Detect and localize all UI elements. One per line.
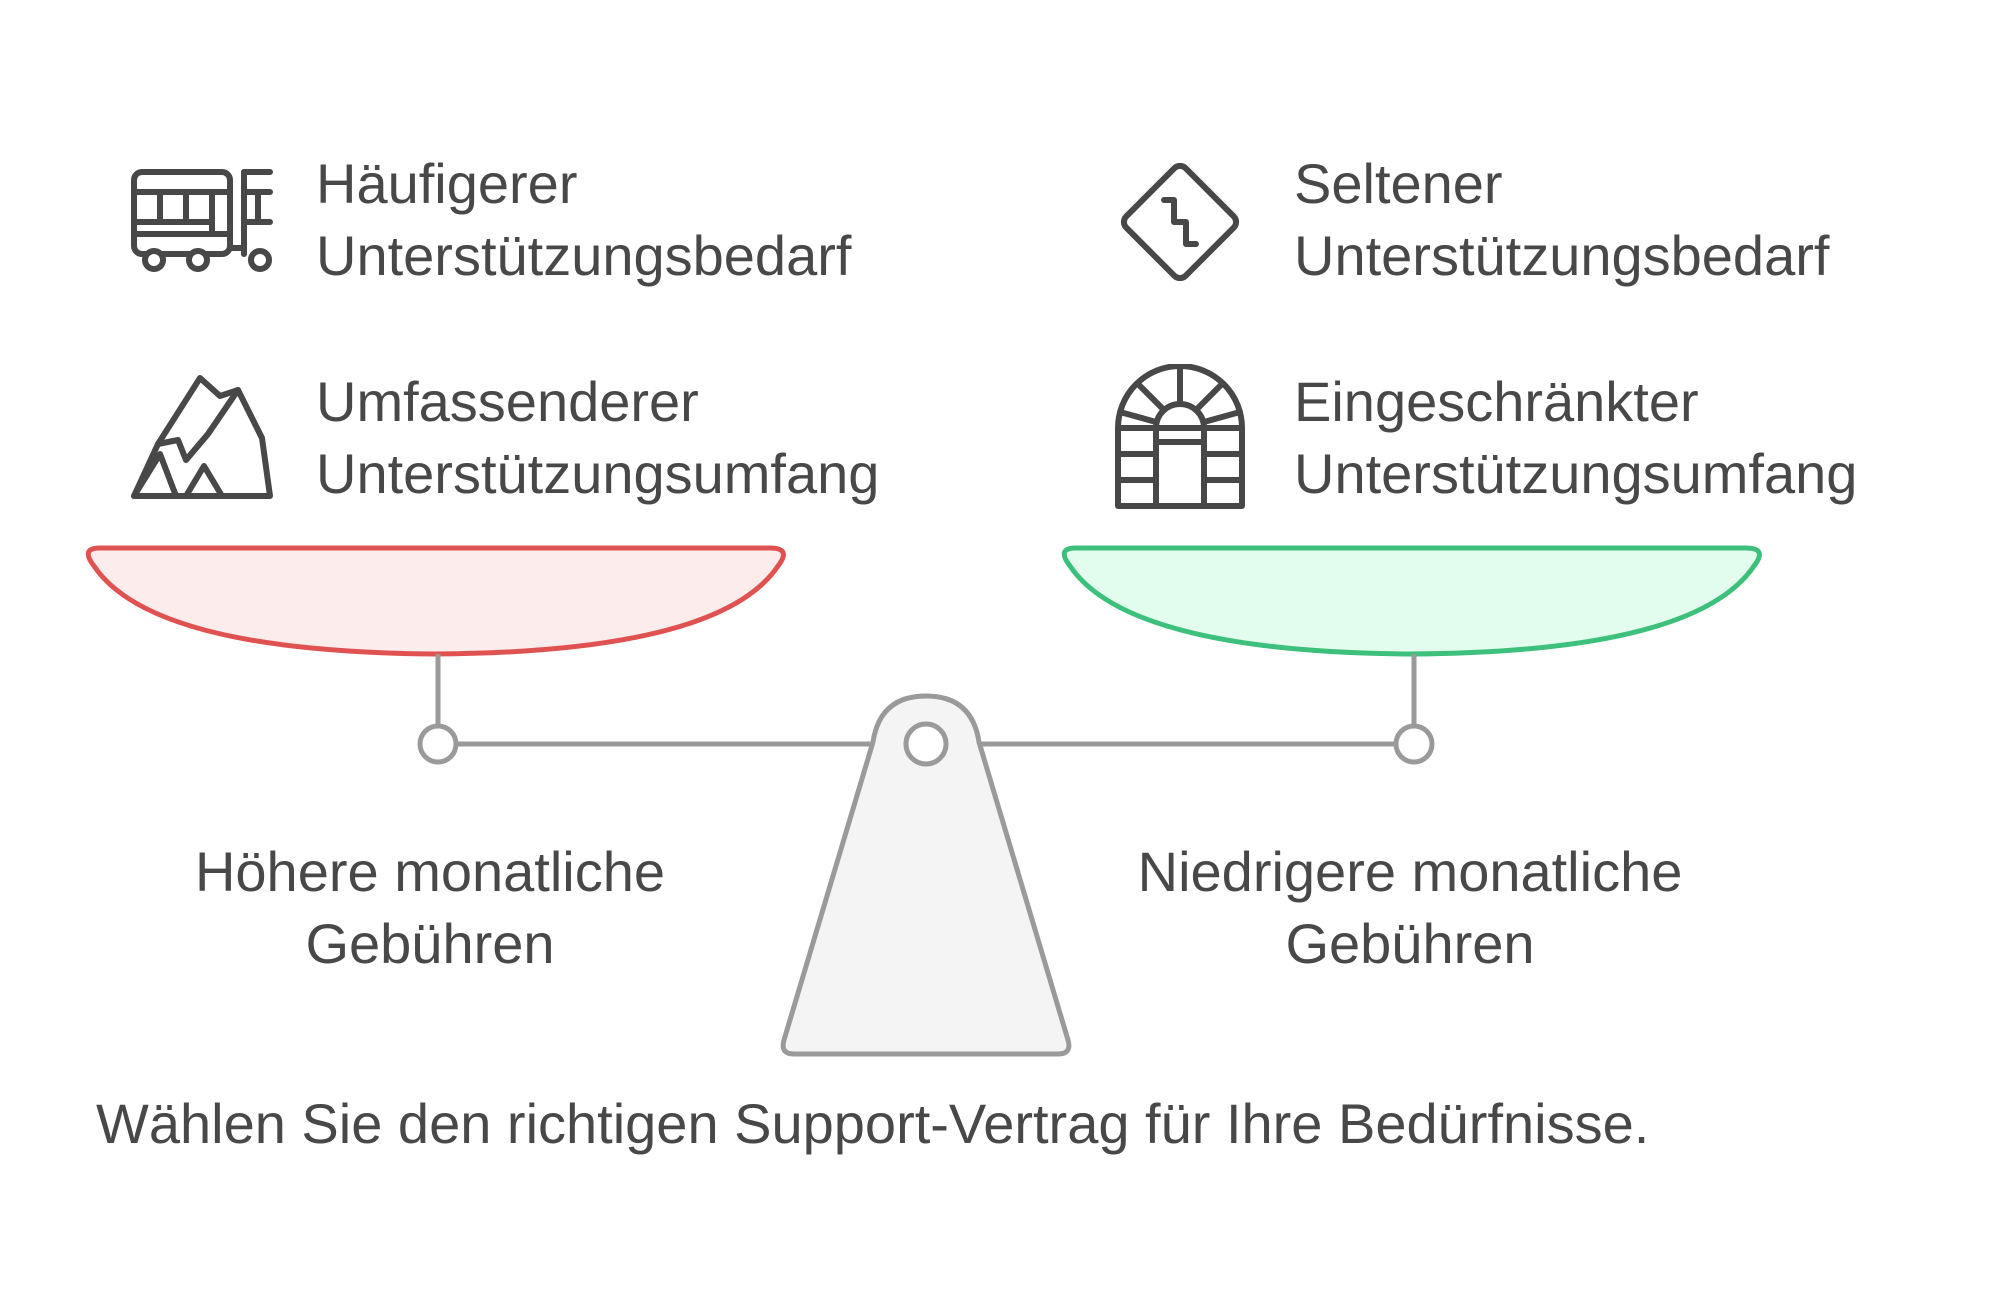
left-pan xyxy=(85,545,786,657)
right-feature-scope: Eingeschränkter Unterstützungsumfang xyxy=(1294,370,1858,505)
center-pivot xyxy=(903,721,949,767)
right-fee-label: Niedrigere monatliche Gebühren xyxy=(1137,840,1683,975)
bus-icon xyxy=(131,169,273,272)
left-feature-scope: Umfassenderer Unterstützungsumfang xyxy=(316,370,880,505)
right-pivot xyxy=(1393,723,1435,765)
right-feature-frequency: Seltener Unterstützungsbedarf xyxy=(1294,152,1830,287)
left-fee-label: Höhere monatliche Gebühren xyxy=(194,840,666,975)
left-pivot xyxy=(417,723,459,765)
road-sign-icon xyxy=(1120,162,1240,282)
right-pan xyxy=(1061,545,1762,657)
caption: Wählen Sie den richtigen Support-Vertrag… xyxy=(96,1092,1650,1155)
arched-window-icon xyxy=(1115,364,1245,509)
scale-base xyxy=(780,693,1072,1057)
mountain-icon xyxy=(131,375,273,499)
left-feature-frequency: Häufigerer Unterstützungsbedarf xyxy=(316,152,852,287)
